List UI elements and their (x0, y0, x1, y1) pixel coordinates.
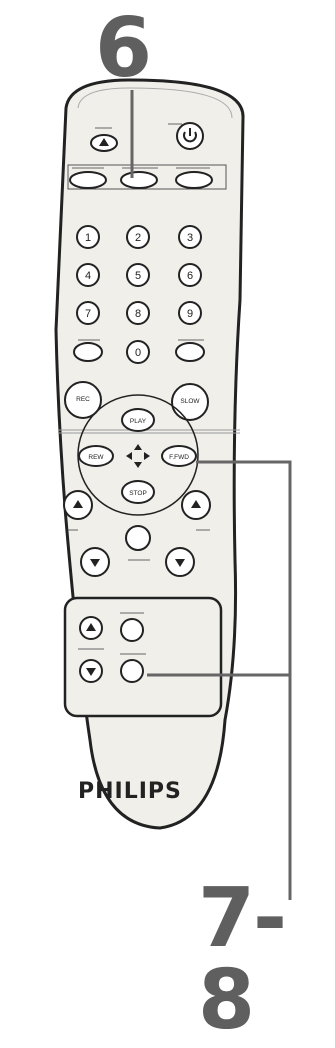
top-button-left[interactable] (69, 171, 107, 189)
down-arrow-icon (175, 559, 185, 567)
top-button-center[interactable] (120, 171, 158, 189)
number-keypad: 1 2 3 4 5 6 7 8 9 0 (73, 225, 205, 364)
key-4[interactable] (76, 263, 100, 287)
down-arrow-icon (86, 668, 96, 676)
brand-logo: PHILIPS (78, 779, 182, 804)
slow-button-label: SLOW (180, 398, 200, 405)
rew-button-label: REW (88, 454, 104, 461)
key-2[interactable] (126, 225, 150, 249)
key-8-label: 8 (135, 308, 141, 320)
key-9[interactable] (178, 301, 202, 325)
ffwd-button[interactable] (161, 445, 197, 467)
key-3-label: 3 (187, 232, 193, 244)
stop-button[interactable] (121, 480, 155, 504)
key-6[interactable] (178, 263, 202, 287)
printed-labels (68, 123, 210, 561)
lower-panel (63, 596, 223, 718)
key-3[interactable] (178, 225, 202, 249)
callout-line-7-8 (147, 460, 292, 900)
panel-button-upper[interactable] (120, 618, 144, 642)
key-right-extra[interactable] (175, 342, 205, 362)
up-arrow-icon (191, 500, 201, 508)
up-arrow-icon (73, 500, 83, 508)
key-8[interactable] (126, 301, 150, 325)
stop-button-label: STOP (129, 490, 147, 497)
panel-button-lower[interactable] (120, 659, 144, 683)
up-arrow-icon (86, 623, 96, 631)
key-2-label: 2 (135, 232, 141, 244)
power-icon (183, 128, 197, 143)
key-0[interactable] (126, 340, 150, 364)
top-button-right[interactable] (175, 171, 213, 189)
transport-ring (77, 394, 199, 516)
down-arrow-icon (90, 559, 100, 567)
rec-button[interactable] (64, 381, 102, 419)
key-7[interactable] (76, 301, 100, 325)
center-small-button[interactable] (125, 525, 151, 551)
callout-number-bottom: 7-8 (198, 871, 287, 1048)
key-1-label: 1 (85, 232, 91, 244)
panel-printed-labels (78, 612, 146, 655)
eject-icon (99, 138, 109, 146)
rec-button-label: REC (76, 396, 90, 403)
callout-number-top: 6 (95, 1, 153, 96)
key-4-label: 4 (85, 270, 91, 282)
key-0-label: 0 (135, 347, 141, 359)
key-5-label: 5 (135, 270, 141, 282)
key-9-label: 9 (187, 308, 193, 320)
key-5[interactable] (126, 263, 150, 287)
key-1[interactable] (76, 225, 100, 249)
top-button-strip (67, 164, 227, 190)
key-left-extra[interactable] (73, 342, 103, 362)
ffwd-button-label: F.FWD (169, 454, 189, 461)
direction-arrows-icon (126, 444, 150, 468)
play-button[interactable] (121, 408, 155, 432)
key-7-label: 7 (85, 308, 91, 320)
slow-button[interactable] (171, 383, 209, 421)
remote-diagram: 1 2 3 4 5 6 7 8 9 0 REC SLOW PLAY REW F.… (54, 78, 292, 900)
rew-button[interactable] (78, 445, 114, 467)
key-6-label: 6 (187, 270, 193, 282)
play-button-label: PLAY (130, 418, 147, 425)
